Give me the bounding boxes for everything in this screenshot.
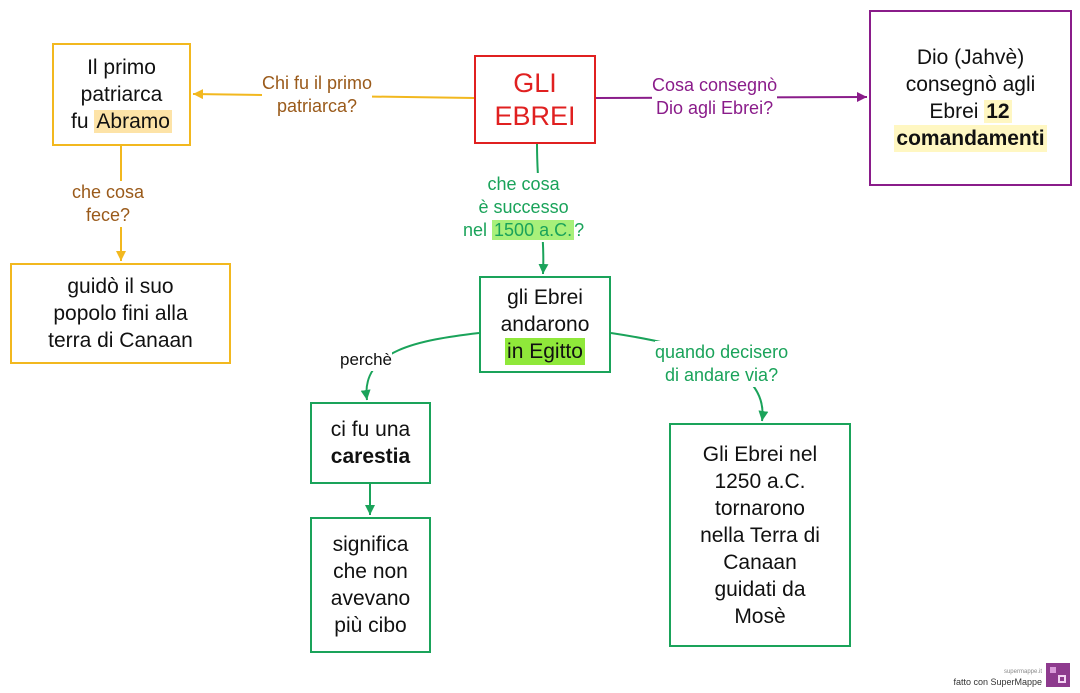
- footer-credit[interactable]: supermappe.it fatto con SuperMappe: [953, 663, 1070, 687]
- node-text: tornarono: [715, 496, 805, 520]
- link-label-text: che cosa: [487, 174, 560, 194]
- supermappe-logo-icon: [1046, 663, 1070, 687]
- highlight-12: 12: [984, 100, 1012, 123]
- root-node-gli-ebrei[interactable]: GLI EBREI: [474, 55, 596, 144]
- node-piu-cibo[interactable]: significa che non avevano più cibo: [310, 517, 431, 653]
- link-label-che-cosa-successo: che cosa è successo nel 1500 a.C.?: [463, 173, 585, 242]
- footer-main-text: fatto con SuperMappe: [953, 677, 1042, 687]
- link-label-text: nel: [463, 220, 493, 240]
- link-label-text: che cosa: [72, 182, 145, 202]
- node-text: nella Terra di: [700, 523, 820, 547]
- link-label-text: quando decisero: [655, 342, 789, 362]
- node-text: più cibo: [334, 614, 407, 637]
- link-label-text: Dio agli Ebrei?: [656, 98, 774, 118]
- node-text: Dio (Jahvè): [916, 46, 1025, 69]
- highlight-1500-ac: 1500 a.C.: [492, 220, 575, 240]
- node-text: gli Ebrei: [507, 286, 583, 309]
- node-text: significa: [332, 533, 409, 556]
- node-text: ci fu una: [330, 418, 411, 441]
- node-text: Ebrei: [929, 100, 985, 123]
- node-text-bold: carestia: [330, 445, 411, 468]
- root-line-1: GLI: [513, 67, 557, 98]
- node-text: guidò il suo: [67, 275, 174, 298]
- node-text: andarono: [500, 313, 590, 336]
- link-label-cosa-consegno: Cosa consegnò Dio agli Ebrei?: [652, 74, 778, 120]
- node-guido-popolo[interactable]: guidò il suo popolo fini alla terra di C…: [10, 263, 231, 364]
- node-text: Gli Ebrei nel: [702, 442, 818, 466]
- node-text: fu: [71, 110, 95, 133]
- node-text: Canaan: [723, 550, 797, 574]
- root-line-2: EBREI: [494, 100, 576, 131]
- node-text: guidati da: [714, 577, 806, 601]
- link-label-text: di andare via?: [665, 365, 779, 385]
- node-text: patriarca: [80, 83, 163, 106]
- node-comandamenti[interactable]: Dio (Jahvè) consegnò agli Ebrei 12 coman…: [869, 10, 1072, 186]
- node-andarono-egitto[interactable]: gli Ebrei andarono in Egitto: [479, 276, 611, 373]
- node-text: 1250 a.C.: [714, 469, 806, 493]
- node-carestia[interactable]: ci fu una carestia: [310, 402, 431, 484]
- footer-credit-text: supermappe.it fatto con SuperMappe: [953, 667, 1042, 687]
- link-label-text: Cosa consegnò: [652, 75, 778, 95]
- link-label-andare-via: quando decisero di andare via?: [655, 341, 789, 387]
- node-tornarono-canaan[interactable]: Gli Ebrei nel 1250 a.C. tornarono nella …: [669, 423, 851, 647]
- node-text: avevano: [330, 587, 411, 610]
- highlight-in-egitto: in Egitto: [505, 338, 585, 365]
- link-label-perche: perchè: [340, 348, 392, 371]
- link-label-primo-patriarca: Chi fu il primo patriarca?: [262, 72, 373, 118]
- node-text: terra di Canaan: [48, 329, 193, 352]
- link-label-text: fece?: [86, 205, 131, 225]
- footer-small-text: supermappe.it: [1003, 669, 1042, 675]
- highlight-comandamenti: comandamenti: [894, 125, 1047, 152]
- node-text: consegnò agli: [905, 73, 1036, 96]
- link-label-text: ?: [574, 220, 585, 240]
- node-text: popolo fini alla: [53, 302, 188, 325]
- link-label-che-cosa-fece: che cosa fece?: [72, 181, 145, 227]
- link-label-text: Chi fu il primo: [262, 73, 373, 93]
- node-text: che non: [333, 560, 408, 583]
- highlight-abramo: Abramo: [94, 110, 172, 133]
- node-primo-patriarca[interactable]: Il primo patriarca fu Abramo: [52, 43, 191, 146]
- link-label-text: è successo: [478, 197, 569, 217]
- node-text: Il primo: [87, 56, 156, 79]
- link-label-text: patriarca?: [276, 96, 358, 116]
- node-text: Mosè: [734, 604, 786, 628]
